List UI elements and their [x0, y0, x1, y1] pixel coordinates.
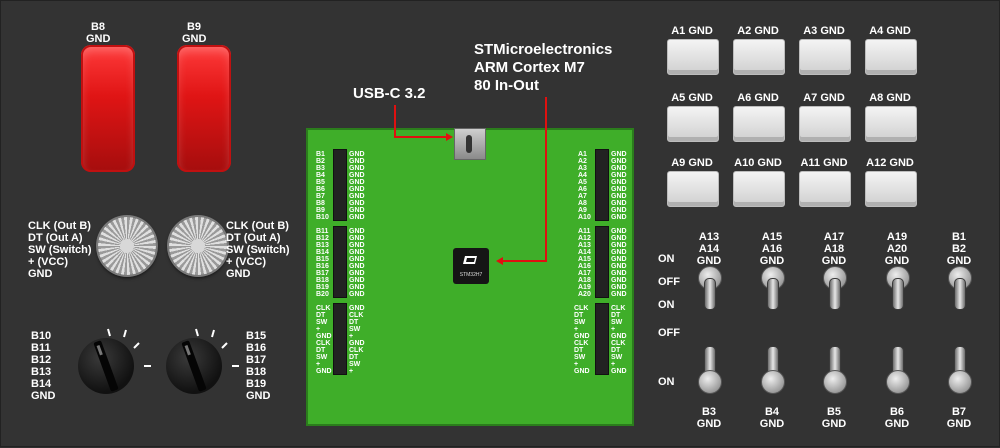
key-a4[interactable] [865, 39, 917, 75]
mcu-chip: STM32H7 [453, 248, 489, 284]
pin-header [595, 226, 609, 298]
toggle-bottom-1-label: B3 GND [696, 406, 722, 430]
toggle-switch-top-2[interactable] [761, 266, 785, 314]
key-a5-label: A5 GND [671, 92, 713, 104]
toggle-switch-bottom-3[interactable] [823, 346, 847, 394]
button-b8-label: B8 GND [86, 21, 111, 45]
pin-header [333, 226, 347, 298]
key-a7[interactable] [799, 106, 851, 142]
header-right-top-pins: A1 A2 A3 A4 A5 A6 A7 A8 A9 A10 [578, 151, 591, 221]
encoder-2-label: CLK (Out B) DT (Out A) SW (Switch) + (VC… [226, 220, 290, 280]
header-left-bot-a: CLK DT SW + GND CLK DT SW + GND [316, 305, 332, 375]
state-on-mid: ON [658, 299, 675, 311]
toggle-bottom-2-label: B4 GND [759, 406, 785, 430]
header-right-mid-gnd: GND GND GND GND GND GND GND GND GND GND [611, 228, 627, 298]
key-a12-label: A12 GND [866, 157, 914, 169]
toggle-top-3-label: A17 A18 GND [821, 231, 847, 267]
rotary-switch-2[interactable] [166, 338, 222, 394]
toggle-bottom-4-label: B6 GND [884, 406, 910, 430]
key-a10[interactable] [733, 171, 785, 207]
header-right-mid-pins: A11 A12 A13 A14 A15 A16 A17 A18 A19 A20 [578, 228, 591, 298]
state-off-top: OFF [658, 276, 680, 288]
header-left-bot-b: GND CLK DT SW + GND CLK DT SW + [349, 305, 365, 375]
toggle-switch-bottom-4[interactable] [886, 346, 910, 394]
header-right-top-gnd: GND GND GND GND GND GND GND GND GND GND [611, 151, 627, 221]
key-a3[interactable] [799, 39, 851, 75]
rotary-switch-1-label: B10 B11 B12 B13 B14 GND [31, 330, 56, 402]
header-left-top-pins: B1 B2 B3 B4 B5 B6 B7 B8 B9 B10 [316, 151, 329, 221]
usb-c-port[interactable] [454, 128, 486, 160]
usb-annotation: USB-C 3.2 [353, 85, 426, 102]
chip-label: STM32H7 [459, 272, 483, 278]
key-a5[interactable] [667, 106, 719, 142]
key-a8-label: A8 GND [869, 92, 911, 104]
toggle-switch-top-3[interactable] [823, 266, 847, 314]
pin-header [595, 149, 609, 221]
key-a3-label: A3 GND [803, 25, 845, 37]
toggle-top-1-label: A13 A14 GND [696, 231, 722, 267]
key-a11-label: A11 GND [800, 157, 848, 169]
key-a1-label: A1 GND [671, 25, 713, 37]
state-off-bottom: OFF [658, 327, 680, 339]
button-b8[interactable] [81, 45, 135, 172]
toggle-switch-top-1[interactable] [698, 266, 722, 314]
rotary-switch-2-label: B15 B16 B17 B18 B19 GND [246, 330, 271, 402]
key-a2-label: A2 GND [737, 25, 779, 37]
toggle-bottom-3-label: B5 GND [821, 406, 847, 430]
encoder-knob-2[interactable] [169, 217, 227, 275]
key-a9[interactable] [667, 171, 719, 207]
encoder-1-label: CLK (Out B) DT (Out A) SW (Switch) + (VC… [28, 220, 92, 280]
toggle-switch-bottom-5[interactable] [948, 346, 972, 394]
toggle-switch-bottom-2[interactable] [761, 346, 785, 394]
key-a11[interactable] [799, 171, 851, 207]
key-a7-label: A7 GND [803, 92, 845, 104]
key-a6[interactable] [733, 106, 785, 142]
header-left-mid-gnd: GND GND GND GND GND GND GND GND GND GND [349, 228, 365, 298]
key-a12[interactable] [865, 171, 917, 207]
toggle-top-5-label: B1 B2 GND [946, 231, 972, 267]
state-on-top: ON [658, 253, 675, 265]
key-a2[interactable] [733, 39, 785, 75]
button-b9[interactable] [177, 45, 231, 172]
pin-header [333, 303, 347, 375]
button-b9-label: B9 GND [182, 21, 207, 45]
key-a9-label: A9 GND [671, 157, 713, 169]
key-a1[interactable] [667, 39, 719, 75]
microcontroller-board: STM32H7 B1 B2 B3 B4 B5 B6 B7 B8 B9 B10 G… [306, 128, 634, 426]
key-a8[interactable] [865, 106, 917, 142]
mcu-annotation: STMicroelectronics ARM Cortex M7 80 In-O… [474, 41, 613, 94]
toggle-top-2-label: A15 A16 GND [759, 231, 785, 267]
state-on-bottom: ON [658, 376, 675, 388]
pin-header [333, 149, 347, 221]
header-left-mid-pins: B11 B12 B13 B14 B15 B16 B17 B18 B19 B20 [316, 228, 329, 298]
key-a4-label: A4 GND [869, 25, 911, 37]
key-a10-label: A10 GND [734, 157, 782, 169]
toggle-bottom-5-label: B7 GND [946, 406, 972, 430]
toggle-switch-top-5[interactable] [948, 266, 972, 314]
toggle-top-4-label: A19 A20 GND [884, 231, 910, 267]
encoder-knob-1[interactable] [98, 217, 156, 275]
toggle-switch-bottom-1[interactable] [698, 346, 722, 394]
header-right-bot-b: CLK DT SW + GND CLK DT SW + GND [611, 305, 627, 375]
header-right-bot-a: CLK DT SW + GND CLK DT SW + GND [574, 305, 590, 375]
header-left-top-gnd: GND GND GND GND GND GND GND GND GND GND [349, 151, 365, 221]
pin-header [595, 303, 609, 375]
toggle-switch-top-4[interactable] [886, 266, 910, 314]
st-logo-icon [463, 256, 477, 264]
rotary-switch-1[interactable] [78, 338, 134, 394]
key-a6-label: A6 GND [737, 92, 779, 104]
